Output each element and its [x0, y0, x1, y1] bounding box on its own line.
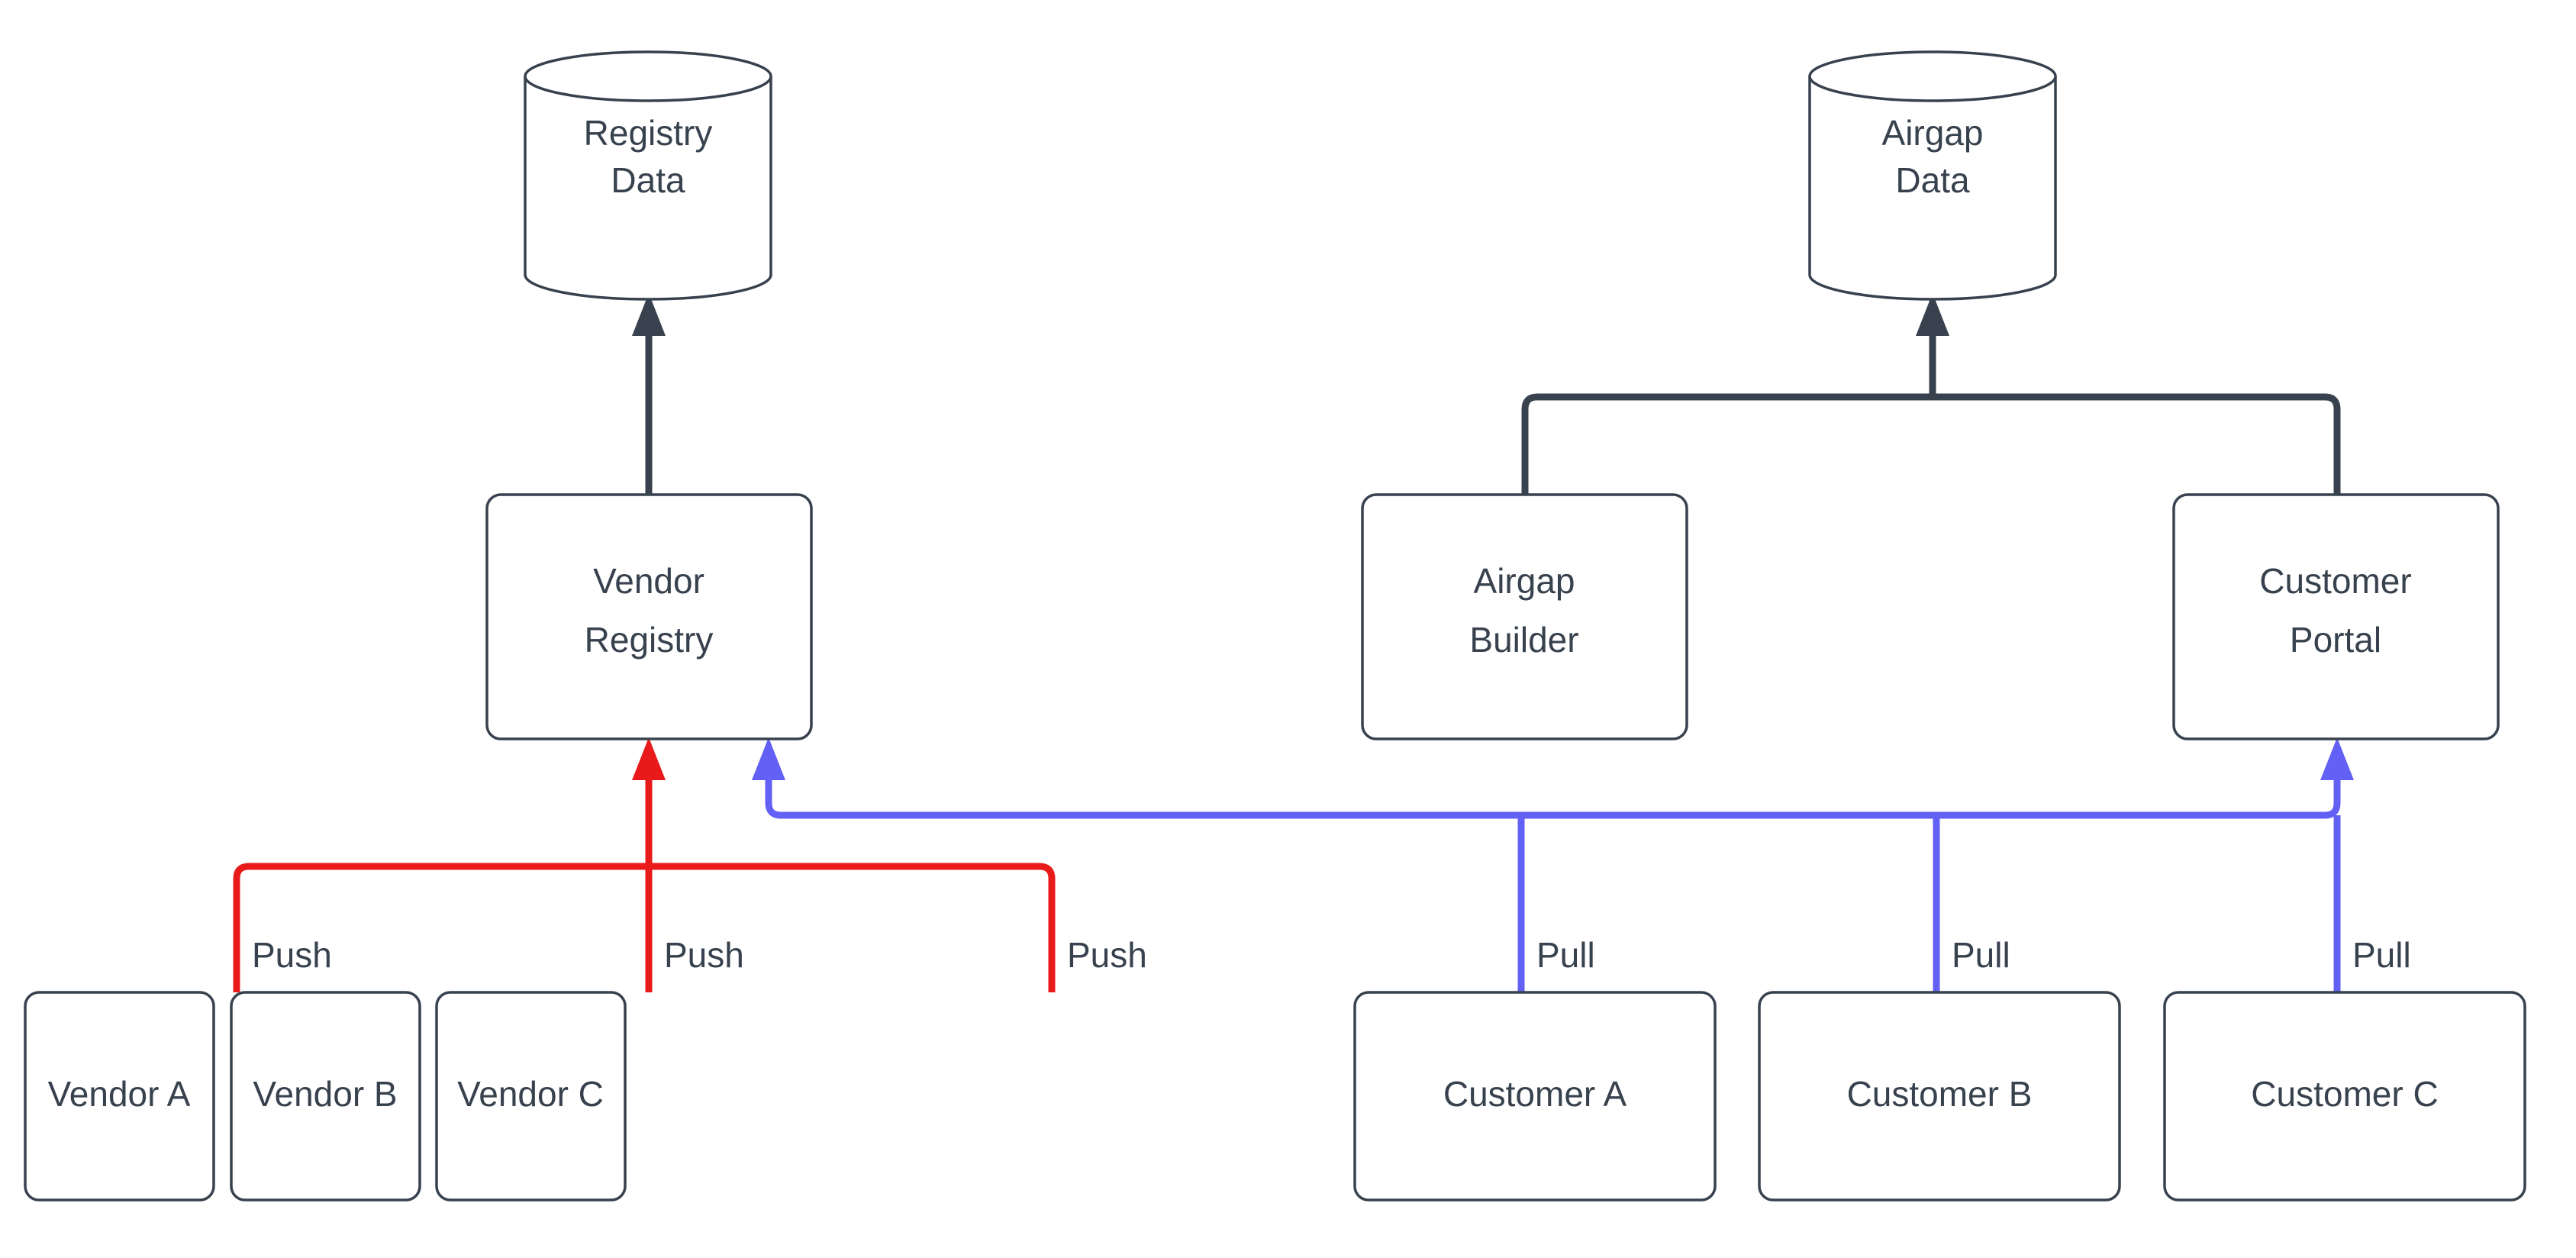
arrowhead-icon [632, 737, 666, 780]
node-customer-b[interactable]: Customer B [1758, 991, 2121, 1202]
arrowhead-icon [752, 737, 785, 780]
node-label-line2: Data [611, 160, 685, 200]
node-label-line1: Airgap [1882, 113, 1984, 153]
edge-label-push-b: Push [664, 935, 744, 975]
edge-airgap-builder-to-airgap-data [1521, 393, 1933, 495]
node-label: Customer C [2251, 1074, 2438, 1114]
edge-customer-portal-to-airgap-data [1933, 393, 2341, 495]
node-label-line1: Customer [2259, 561, 2411, 601]
edge-airgap-bus-riser [1916, 293, 1949, 397]
node-label: Vendor B [253, 1074, 397, 1114]
node-label-line1: Registry [584, 113, 713, 153]
node-airgap-data[interactable]: Airgap Data [1808, 50, 2057, 301]
node-vendor-a[interactable]: Vendor A [24, 991, 215, 1202]
cylinder-top [1808, 50, 2057, 102]
edge-label-push-a: Push [252, 935, 332, 975]
node-label-line2: Portal [2290, 620, 2381, 660]
edge-push-bus [233, 737, 1056, 992]
node-vendor-c[interactable]: Vendor C [435, 991, 627, 1202]
arrowhead-icon [2320, 737, 2354, 780]
node-customer-portal[interactable]: Customer Portal [2172, 493, 2500, 740]
node-label-line2: Registry [585, 620, 714, 660]
edge-line [1933, 393, 2341, 495]
box-shape [230, 991, 421, 1202]
arrowhead-icon [1916, 293, 1949, 336]
edge-label-push-c: Push [1067, 935, 1147, 975]
cylinder-body [1808, 76, 2057, 301]
node-label: Customer A [1443, 1074, 1627, 1114]
cylinder-top [524, 50, 772, 102]
node-label-line2: Data [1895, 160, 1970, 200]
box-shape [1353, 991, 1717, 1202]
node-airgap-builder[interactable]: Airgap Builder [1361, 493, 1688, 740]
box-shape [435, 991, 627, 1202]
node-label: Vendor A [48, 1074, 191, 1114]
node-label: Vendor C [457, 1074, 604, 1114]
box-shape [485, 493, 813, 740]
edge-vendor-registry-to-registry-data [632, 293, 666, 495]
node-vendor-b[interactable]: Vendor B [230, 991, 421, 1202]
edge-line [233, 863, 1056, 992]
node-registry-data[interactable]: Registry Data [524, 50, 772, 301]
box-shape [1361, 493, 1688, 740]
node-label-line2: Builder [1469, 620, 1578, 660]
box-shape [2172, 493, 2500, 740]
node-label: Customer B [1847, 1074, 2033, 1114]
edge-label-pull-c: Pull [2352, 935, 2411, 975]
edge-line [1521, 393, 1933, 495]
edge-line [765, 760, 2341, 819]
edge-label-pull-a: Pull [1536, 935, 1595, 975]
node-label-line1: Airgap [1474, 561, 1575, 601]
box-shape [1758, 991, 2121, 1202]
box-shape [24, 991, 215, 1202]
edge-pull-bus [752, 737, 2354, 992]
node-customer-a[interactable]: Customer A [1353, 991, 1717, 1202]
node-label-line1: Vendor [593, 561, 704, 601]
node-customer-c[interactable]: Customer C [2163, 991, 2526, 1202]
arrowhead-icon [632, 293, 666, 336]
node-vendor-registry[interactable]: Vendor Registry [485, 493, 813, 740]
edge-label-pull-b: Pull [1952, 935, 2010, 975]
cylinder-body [524, 76, 772, 301]
box-shape [2163, 991, 2526, 1202]
